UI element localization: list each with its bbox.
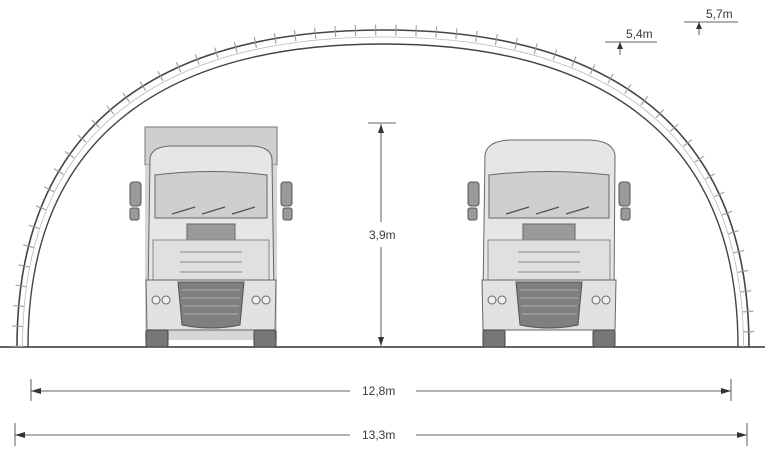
outer-width-dimension (14, 423, 748, 446)
outer-width-label: 13,3m (362, 428, 395, 442)
height-dimension (368, 122, 396, 346)
truck-right (467, 139, 631, 348)
arch-lattice (11, 24, 755, 348)
clearance-marker-2 (684, 21, 738, 35)
inner-width-label: 12,8m (362, 384, 395, 398)
clearance-label-1: 5,4m (626, 27, 653, 41)
tunnel-arch (11, 24, 755, 348)
clearance-label-2: 5,7m (706, 7, 733, 21)
clearance-marker-1 (605, 41, 657, 55)
vehicle-height-label: 3,9m (369, 228, 396, 242)
truck-left (129, 126, 293, 348)
inner-width-dimension (30, 379, 732, 401)
